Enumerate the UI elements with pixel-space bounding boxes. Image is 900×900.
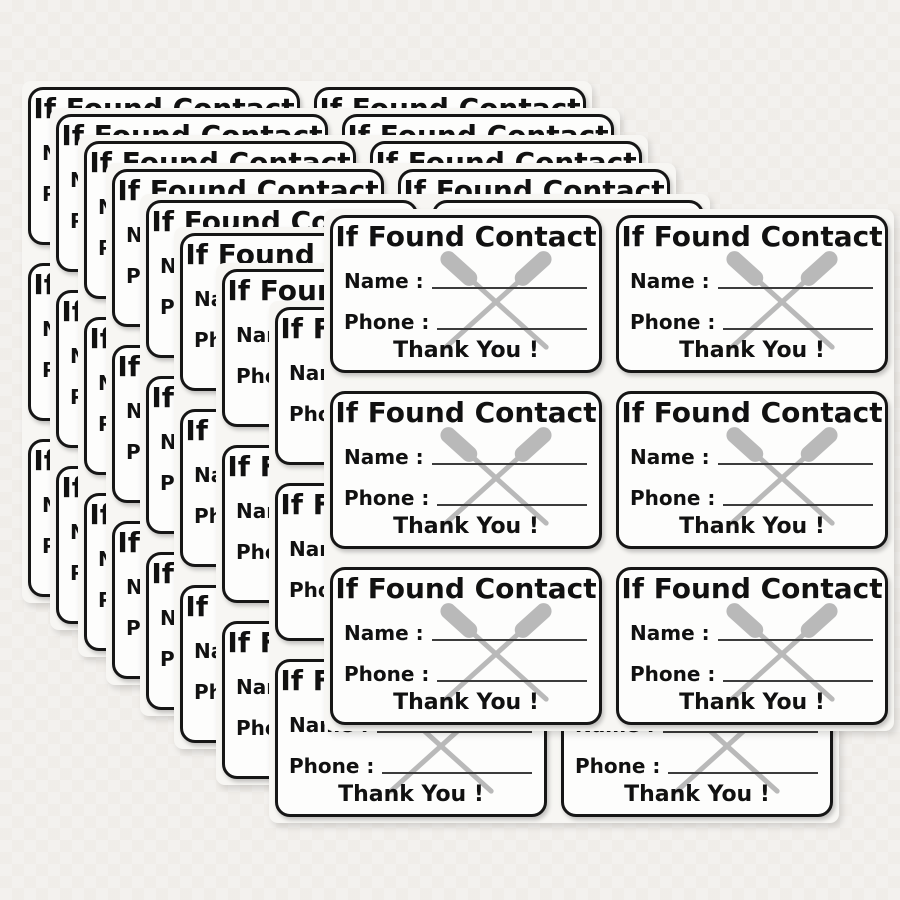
phone-blank-line [382,772,532,774]
crossed-oars-icon [440,427,552,526]
name-field-row: Name : [344,617,587,645]
label-sticker: If Found Contact Name : Phone : Thank Yo… [330,567,602,725]
phone-field-row: Phone : [344,306,587,334]
phone-field-row: Phone : [630,306,873,334]
thank-you-text: Thank You ! [338,782,484,807]
phone-blank-line [723,504,873,506]
name-blank-line [431,463,587,465]
phone-field-label: Phone : [344,310,430,334]
name-field-row: Name : [344,441,587,469]
label-sticker: If Found Contact Name : Phone : Thank Yo… [616,215,888,373]
phone-blank-line [668,772,818,774]
phone-field-row: Phone : [344,658,587,686]
thank-you-text: Thank You ! [393,338,539,363]
sticker-sheet-front: If Found Contact Name : Phone : Thank Yo… [324,209,894,731]
phone-field-label: Phone : [630,486,716,510]
thank-you-text: Thank You ! [679,514,825,539]
crossed-oars-icon [726,427,838,526]
crossed-oars-icon [726,603,838,702]
name-field-label: Name : [344,621,424,645]
phone-blank-line [437,680,587,682]
thank-you-text: Thank You ! [393,690,539,715]
label-title: If Found Contact [621,396,883,429]
label-sticker: If Found Contact Name : Phone : Thank Yo… [330,215,602,373]
name-field-label: Name : [630,269,710,293]
phone-blank-line [437,328,587,330]
name-field-label: Name : [630,445,710,469]
label-title: If Found Contact [335,572,597,605]
phone-field-label: Phone : [344,662,430,686]
crossed-oars-icon [726,251,838,350]
phone-field-label: Phone : [575,754,661,778]
thank-you-text: Thank You ! [624,782,770,807]
name-field-row: Name : [630,617,873,645]
name-blank-line [717,287,873,289]
name-blank-line [662,731,818,733]
phone-field-label: Phone : [630,662,716,686]
phone-field-label: Phone : [289,754,375,778]
label-sticker: If Found Contact Name : Phone : Thank Yo… [330,391,602,549]
name-blank-line [431,287,587,289]
phone-field-row: Phone : [289,750,532,778]
name-field-label: Name : [344,269,424,293]
name-blank-line [376,731,532,733]
name-blank-line [717,463,873,465]
label-sticker: If Found Contact Name : Phone : Thank Yo… [616,567,888,725]
crossed-oars-icon [440,603,552,702]
thank-you-text: Thank You ! [679,338,825,363]
name-field-label: Name : [344,445,424,469]
label-title: If Found Contact [621,220,883,253]
phone-field-row: Phone : [630,482,873,510]
label-title: If Found Contact [621,572,883,605]
thank-you-text: Thank You ! [393,514,539,539]
phone-field-row: Phone : [575,750,818,778]
name-blank-line [717,639,873,641]
name-field-row: Name : [630,265,873,293]
name-field-row: Name : [630,441,873,469]
thank-you-text: Thank You ! [679,690,825,715]
name-field-row: Name : [344,265,587,293]
phone-field-row: Phone : [630,658,873,686]
phone-field-row: Phone : [344,482,587,510]
label-title: If Found Contact [335,396,597,429]
phone-field-label: Phone : [344,486,430,510]
label-sticker: If Found Contact Name : Phone : Thank Yo… [616,391,888,549]
phone-blank-line [723,680,873,682]
crossed-oars-icon [440,251,552,350]
name-field-label: Name : [630,621,710,645]
phone-blank-line [723,328,873,330]
label-title: If Found Contact [335,220,597,253]
name-blank-line [431,639,587,641]
phone-field-label: Phone : [630,310,716,334]
phone-blank-line [437,504,587,506]
